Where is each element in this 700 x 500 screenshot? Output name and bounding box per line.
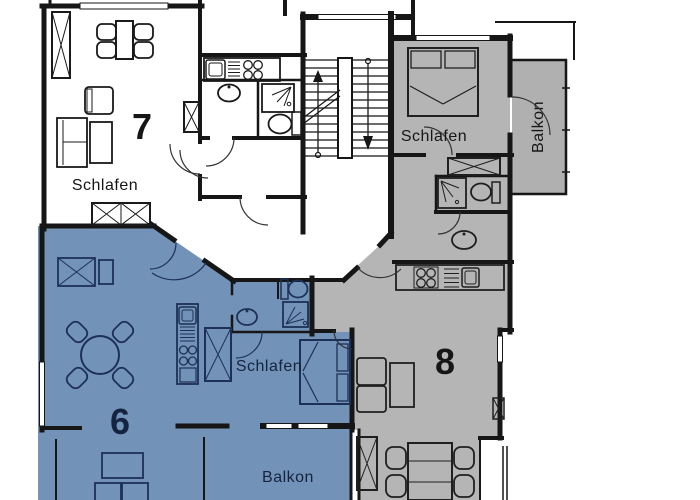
chair-icon	[96, 23, 117, 41]
up-arrow-icon	[313, 70, 323, 159]
door-swing-icon	[205, 137, 235, 167]
down-arrow-icon	[363, 57, 373, 150]
tall-cabinet-icon	[183, 101, 200, 133]
kitchen-sink-icon	[461, 267, 480, 288]
kitchen-counter-icon	[203, 57, 281, 82]
window-icon	[317, 14, 397, 20]
chair-icon	[111, 320, 135, 344]
kitchen-sink-icon	[178, 306, 197, 325]
toilet-icon	[280, 278, 309, 300]
sideboard-icon	[57, 257, 96, 287]
apartment-6-balcony-label: Balkon	[262, 469, 314, 486]
stove-icon	[243, 60, 263, 80]
washbasin-icon	[217, 83, 241, 103]
coffee-table-icon	[89, 121, 113, 164]
window-icon	[265, 423, 293, 429]
chair-icon	[453, 474, 475, 498]
drainer-icon	[444, 268, 459, 288]
apartment-6-furniture	[57, 242, 351, 500]
balcony-label: Balkon	[530, 101, 547, 153]
washbasin-icon	[451, 230, 477, 250]
wardrobe-icon	[356, 436, 378, 491]
door-swing-icon	[179, 149, 209, 179]
apartment-6-floor	[38, 226, 352, 500]
door-swing-icon	[437, 211, 461, 235]
wardrobe-icon	[204, 327, 232, 382]
washbasin-icon	[236, 308, 258, 326]
shower-icon	[282, 301, 309, 328]
chair-icon	[385, 446, 407, 470]
window-icon	[497, 335, 503, 363]
apartment-7-furniture	[51, 11, 302, 226]
dining-table-icon	[96, 20, 154, 60]
chair-icon	[133, 23, 154, 41]
door-swing-icon	[151, 262, 207, 281]
stairs-icon	[302, 57, 388, 159]
chair-icon	[133, 41, 154, 59]
side-table-icon	[98, 259, 114, 285]
apartment-8-balcony-floor	[512, 60, 566, 194]
sofa-icon	[356, 357, 387, 413]
door-swing-icon	[235, 331, 263, 359]
window-icon	[297, 423, 329, 429]
chair-icon	[385, 474, 407, 498]
apartment-8-furniture	[333, 47, 551, 500]
stove-icon	[178, 345, 198, 366]
apartment-7-bedroom-label: Schlafen	[72, 177, 138, 194]
kitchen-sink-icon	[205, 59, 226, 80]
pillow-icon	[410, 50, 442, 69]
stove-icon	[413, 266, 439, 289]
window-icon	[39, 361, 45, 427]
door-swing-icon	[169, 143, 201, 175]
radiator-icon	[492, 397, 505, 420]
pillow-icon	[336, 373, 349, 402]
drainer-icon	[180, 326, 195, 342]
apartment-8-balcony: Balkon	[510, 58, 570, 196]
door-swing-icon	[239, 196, 269, 226]
apartment-6-bedroom-label: Schlafen	[236, 358, 302, 375]
dining-table-icon	[385, 442, 475, 500]
double-bed-icon	[407, 47, 479, 117]
coffee-table-icon	[389, 362, 415, 408]
apartment-6-number: 6	[110, 401, 130, 442]
double-bed-icon	[299, 339, 351, 405]
labels: 7 Schlafen 8 Schlafen 6 Schlafen Balkon	[72, 106, 467, 486]
wardrobe-icon	[51, 11, 71, 79]
pillow-icon	[444, 50, 476, 69]
drainer-icon	[228, 61, 240, 77]
stairwell	[300, 11, 415, 239]
oven-icon	[179, 367, 197, 383]
balcony-table-icon	[101, 452, 144, 479]
toilet-icon	[267, 111, 302, 136]
sofa-icon	[94, 482, 149, 500]
window-icon	[79, 2, 169, 10]
pillow-icon	[336, 343, 349, 372]
apartment-8-number: 8	[435, 341, 455, 382]
apartment-6-walls	[39, 225, 355, 500]
shower-icon	[261, 83, 295, 113]
armchair-icon	[84, 86, 114, 115]
sofa-icon	[56, 117, 88, 168]
toilet-icon	[470, 181, 501, 204]
chair-icon	[65, 366, 89, 390]
chair-icon	[96, 41, 117, 59]
door-swing-icon	[357, 267, 402, 279]
apartment-7-number: 7	[132, 106, 152, 147]
door-swing-icon	[511, 96, 551, 136]
door-swing-icon	[149, 242, 177, 270]
kitchen-counter-icon	[395, 264, 505, 291]
apartment-8-walls	[309, 33, 514, 500]
window-icon	[415, 35, 491, 41]
kitchen-counter-icon	[176, 303, 199, 385]
chair-icon	[65, 320, 89, 344]
shower-icon	[437, 177, 467, 209]
wardrobe-icon	[91, 202, 151, 226]
door-swing-icon	[423, 126, 453, 156]
wardrobe-icon	[447, 157, 501, 176]
round-table-icon	[65, 320, 135, 390]
apartment-8-bedroom-label: Schlafen	[401, 128, 467, 145]
chair-icon	[111, 366, 135, 390]
chair-icon	[453, 446, 475, 470]
